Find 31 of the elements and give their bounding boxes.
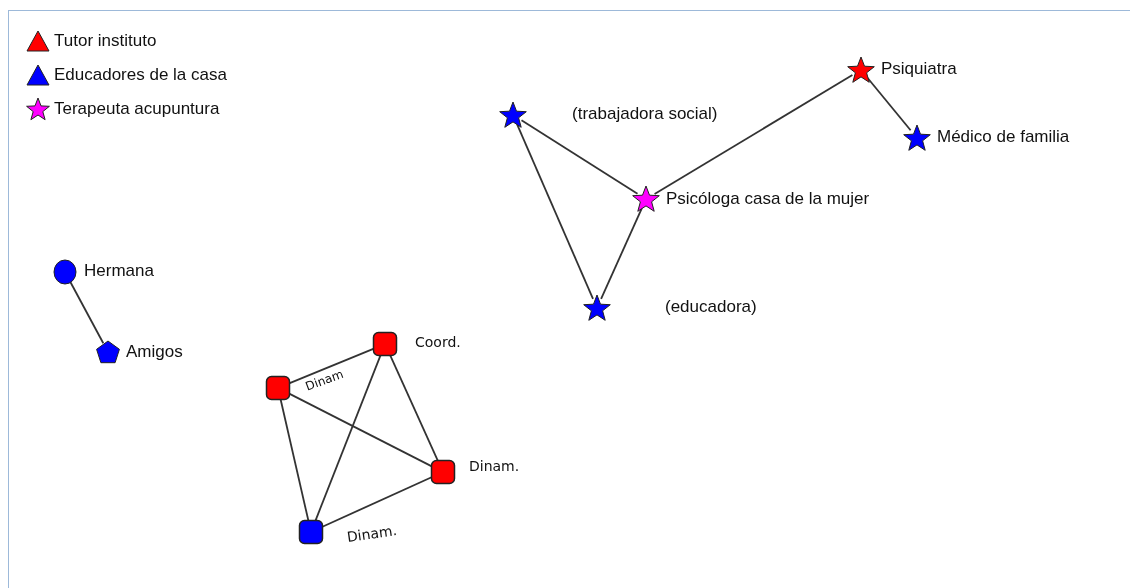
legend-label: Terapeuta acupuntura [54,99,220,119]
node-label: Psiquiatra [881,59,957,79]
star-marker [500,102,526,128]
star-marker [904,125,930,151]
node-label: (trabajadora social) [572,104,718,124]
node-label: Amigos [126,342,183,362]
legend-label: Educadores de la casa [54,65,227,85]
connector-line [279,398,310,522]
square-marker [373,332,397,356]
connector-line [653,74,854,195]
star-marker [584,295,610,321]
square-marker [266,376,290,400]
node-label: Dinam. [345,522,398,545]
connector-line [516,123,594,300]
legend-label: Tutor instituto [54,31,157,51]
connector-line [520,119,639,195]
node-label: Dinam [303,367,346,394]
star-marker [633,186,659,212]
square-marker [431,460,455,484]
node-label: Hermana [84,261,154,281]
node-label: Médico de familia [937,127,1070,147]
node-label: Dinam. [469,458,520,474]
node-label: Psicóloga casa de la mujer [666,189,870,209]
node-label: (educadora) [665,297,757,317]
star-marker [848,57,874,83]
connector-line [314,354,382,522]
circle-marker [53,260,77,284]
square-marker [299,520,323,544]
node-label: Coord. [415,334,461,350]
pentagon-marker [96,340,120,364]
connector-line [389,354,439,462]
